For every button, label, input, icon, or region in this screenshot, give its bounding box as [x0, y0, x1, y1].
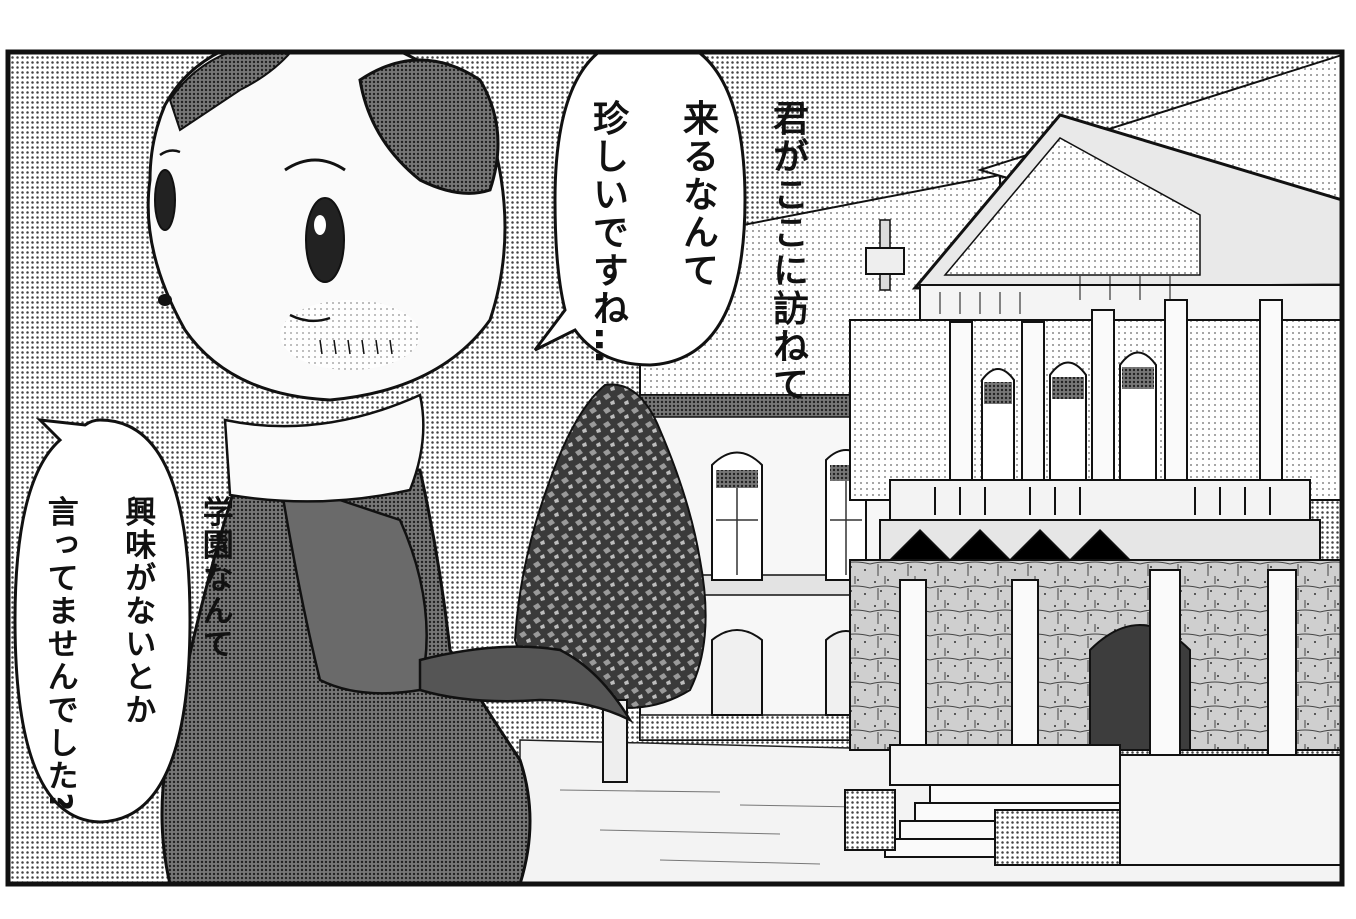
nose [158, 294, 172, 306]
conifer-tree [513, 383, 707, 783]
bubble-line: 来るなんて [677, 99, 718, 290]
speech-bubble-top [533, 52, 747, 367]
bubble-line: 学園なんて [196, 495, 233, 661]
eye-left [154, 169, 176, 231]
speech-bubble-top-text: 君がここに訪ねて 来るなんて 珍しいですね… [585, 70, 855, 403]
bubble-line: 君がここに訪ねて [767, 99, 808, 404]
bubble-line: 興味がないとか [119, 495, 156, 727]
building-main-facade [844, 53, 1342, 866]
eye-right [305, 197, 345, 283]
speech-bubble-left [13, 418, 192, 824]
furry-character [146, 52, 634, 884]
speech-bubble-left-text: 学園なんて 興味がないとか 言ってませんでした? [40, 470, 273, 813]
bubble-line: 珍しいですね… [587, 99, 628, 366]
panel-border [5, 49, 1345, 887]
bubble-line: 言ってませんでした? [41, 495, 78, 813]
